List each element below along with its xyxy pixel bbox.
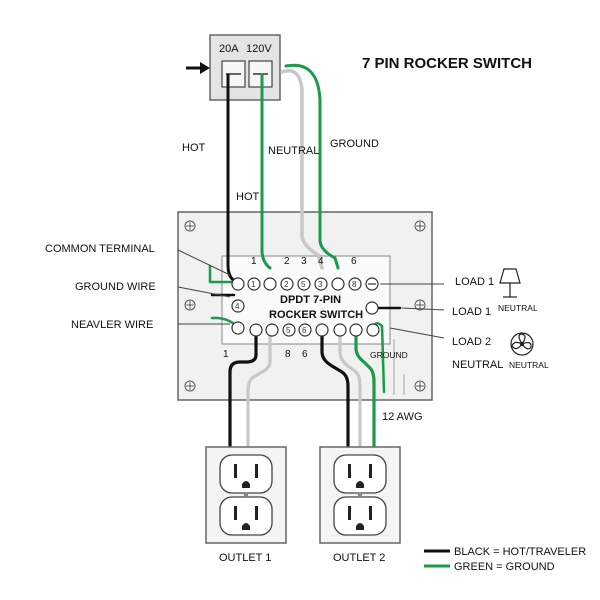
- label-neavler-wire: NEAVLER WIRE: [71, 319, 153, 331]
- label-ground-wire: GROUND WIRE: [75, 281, 156, 293]
- pin-number: 3: [301, 256, 307, 267]
- outlet-1: [205, 446, 287, 544]
- terminal-label: 5: [301, 280, 306, 289]
- plate-screws: [184, 220, 426, 392]
- pin-number: 6: [351, 256, 357, 267]
- outlet2-white-feed: [338, 328, 362, 472]
- switch-bottom-numbers: 1 8 6: [223, 349, 308, 360]
- fan-icon: [510, 332, 534, 356]
- terminal-label: 4: [235, 302, 240, 311]
- label-load1-b: LOAD 1: [452, 306, 491, 318]
- screw-icon: [414, 220, 426, 232]
- label-load1-a: LOAD 1: [455, 276, 494, 288]
- ground-wire: [284, 63, 340, 270]
- terminal-label: 2: [284, 280, 289, 289]
- pin-number: 6: [302, 349, 308, 360]
- screw-icon: [414, 380, 426, 392]
- pin-number: 8: [285, 349, 291, 360]
- label-ground-small: GROUND: [370, 350, 408, 360]
- breaker-volts: 120V: [246, 43, 272, 55]
- label-outlet1: OUTLET 1: [219, 552, 271, 564]
- switch-top-numbers: 1 2 3 4 6: [251, 256, 357, 267]
- terminal-label: 3: [318, 280, 323, 289]
- legend-black: BLACK = HOT/TRAVELER: [454, 546, 586, 558]
- legend-green: GREEN = GROUND: [454, 561, 555, 573]
- label-ground: GROUND: [330, 138, 379, 150]
- right-leaders: [380, 283, 445, 339]
- outlet2-green-feed: [354, 328, 376, 472]
- neutral-wire: [280, 69, 324, 270]
- switch-side-terminals: 4: [231, 299, 379, 315]
- label-load2: LOAD 2: [452, 336, 491, 348]
- outlet1-white-feed: [246, 328, 272, 472]
- breaker-box: 20A 120V: [209, 34, 281, 101]
- label-lamp-neutral: NEUTRAL: [498, 303, 538, 313]
- terminal-label: 5: [286, 326, 291, 335]
- label-outlet2: OUTLET 2: [333, 552, 385, 564]
- breaker-amps: 20A: [219, 43, 239, 55]
- terminal-label: 6: [302, 326, 307, 335]
- switch-title-line2: ROCKER SWITCH: [269, 309, 363, 321]
- hot-green-wire: [260, 73, 272, 270]
- pin-number: 2: [284, 256, 290, 267]
- terminal-label: 1: [251, 280, 256, 289]
- switch-bottom-terminals: 5 6: [231, 321, 380, 337]
- legend: BLACK = HOT/TRAVELER GREEN = GROUND: [424, 546, 586, 573]
- pin-number: 1: [251, 256, 257, 267]
- screw-icon: [414, 299, 426, 311]
- label-fan-neutral: NEUTRAL: [509, 360, 549, 370]
- screw-icon: [184, 299, 196, 311]
- label-hot-mid: HOT: [236, 191, 260, 203]
- outlet1-black-feed: [228, 328, 258, 472]
- label-awg: 12 AWG: [382, 411, 423, 423]
- switch-title-line1: DPDT 7-PIN: [280, 294, 341, 306]
- terminal-label: 8: [352, 280, 357, 289]
- switch-top-terminals: 1 2 5 3 8: [231, 277, 379, 291]
- input-arrow-icon: [186, 62, 210, 74]
- outlet2-black-feed: [320, 328, 350, 472]
- label-common-terminal: COMMON TERMINAL: [45, 243, 155, 255]
- screw-icon: [184, 380, 196, 392]
- outlet-2: [319, 446, 401, 544]
- pin-number: 1: [223, 349, 229, 360]
- diagram-title: 7 PIN ROCKER SWITCH: [362, 55, 532, 72]
- screw-icon: [184, 220, 196, 232]
- left-leaders: [177, 249, 231, 325]
- label-neutral-right: NEUTRAL: [452, 359, 503, 371]
- label-neutral: NEUTRAL: [268, 145, 319, 157]
- pin-number: 4: [318, 256, 324, 267]
- label-hot-top: HOT: [182, 142, 206, 154]
- lamp-icon: [499, 268, 521, 298]
